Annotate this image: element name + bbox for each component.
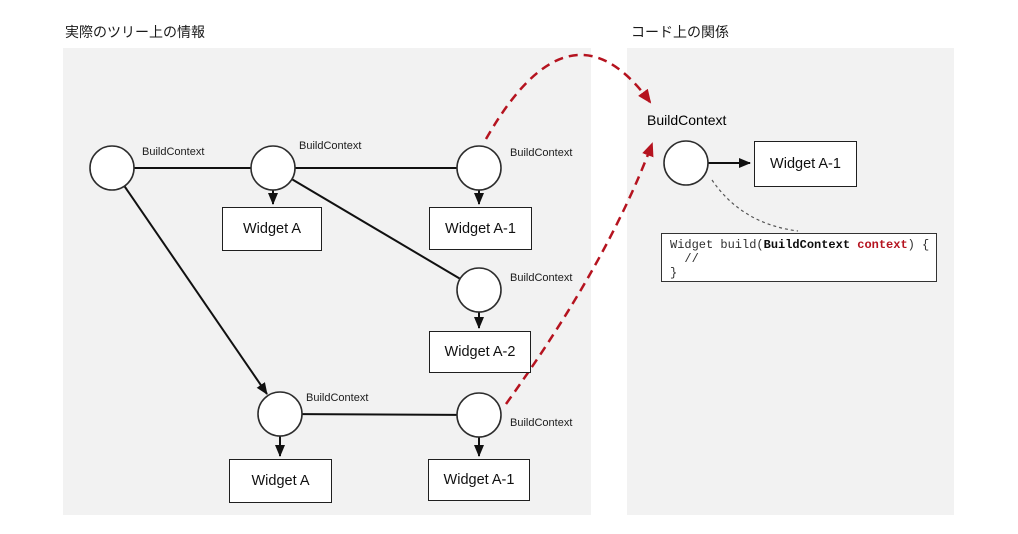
code-snippet-box: Widget build(BuildContext context) { // … [661,233,937,282]
widget-a1-box-bottom: Widget A-1 [428,459,530,501]
code-panel-title: コード上の関係 [631,24,729,40]
code-line1-arg: context [850,238,908,252]
buildcontext-label-4: BuildContext [510,272,573,284]
code-line1-close: ) { [907,238,930,252]
buildcontext-heading: BuildContext [647,112,727,128]
code-line-2: // [670,252,699,266]
widget-a2-box: Widget A-2 [429,331,531,373]
code-line1-type: BuildContext [763,238,851,252]
widget-a1-box-top: Widget A-1 [429,207,532,250]
code-line1-pre: Widget build( [670,238,764,252]
buildcontext-label-6: BuildContext [510,417,573,429]
code-line-1: Widget build(BuildContext context) { [670,238,930,252]
buildcontext-label-1: BuildContext [142,146,205,158]
widget-a1-box-code-panel: Widget A-1 [754,141,857,187]
widget-a-box-top: Widget A [222,207,322,251]
widget-a-box-bottom: Widget A [229,459,332,503]
buildcontext-label-5: BuildContext [306,392,369,404]
code-line-3: } [670,266,678,280]
tree-panel-title: 実際のツリー上の情報 [65,24,205,40]
buildcontext-label-2: BuildContext [299,140,362,152]
buildcontext-label-3: BuildContext [510,147,573,159]
